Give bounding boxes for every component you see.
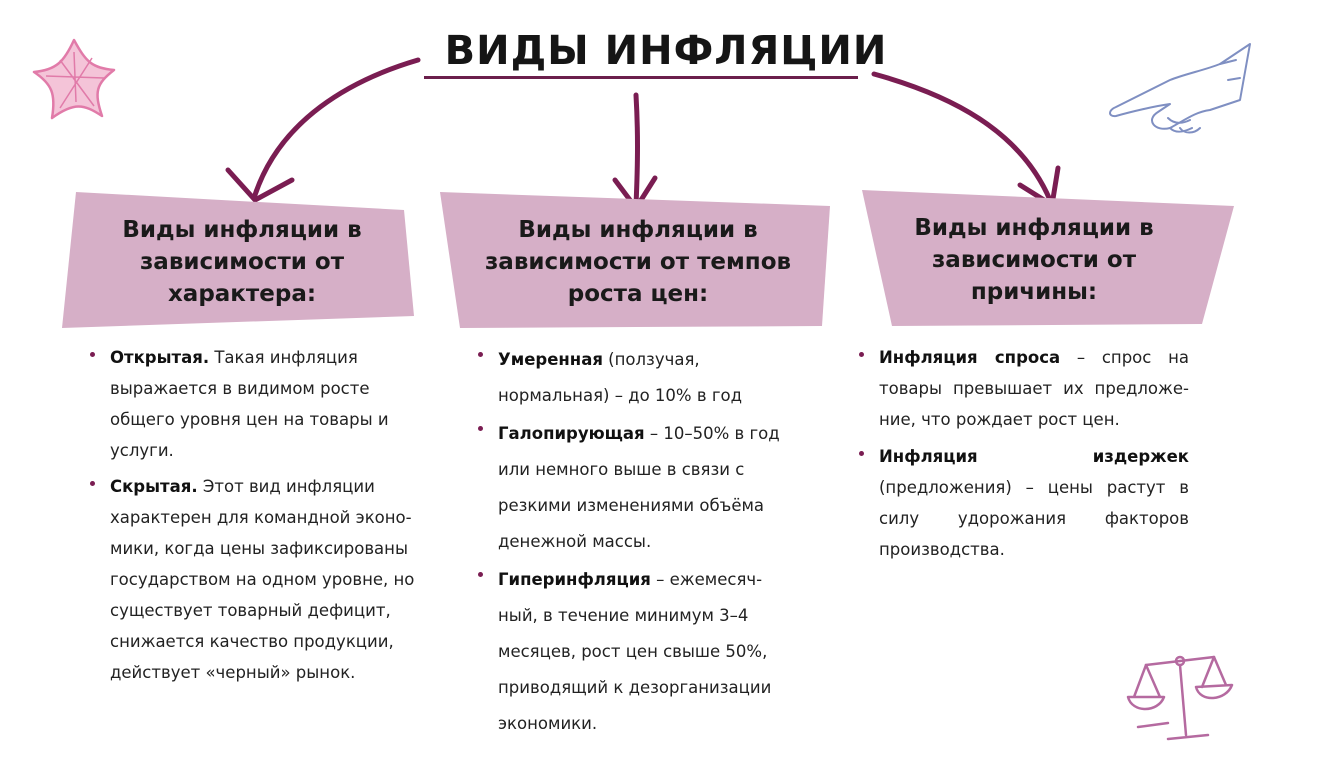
list-item: Гиперинфляция – ежемесяч-ный, в течение … <box>476 562 801 742</box>
item-term: Открытая. <box>110 348 210 367</box>
column-rate: Умеренная (ползучая, нормальная) – до 10… <box>476 342 801 742</box>
item-text: Этот вид инфляции характерен для командн… <box>110 477 415 682</box>
box-background <box>62 192 414 328</box>
box-background <box>862 190 1234 326</box>
box-background <box>440 192 830 328</box>
item-text: – 10–50% в год или немного выше в связи … <box>498 424 780 551</box>
list-item: Инфляция спроса – спрос на товары превыш… <box>857 342 1189 435</box>
arrow-center <box>633 92 640 208</box>
item-term: Инфляция издержек <box>879 447 1189 466</box>
item-term: Гиперинфляция <box>498 570 651 589</box>
list-item: Умеренная (ползучая, нормальная) – до 10… <box>476 342 801 414</box>
flower-icon <box>32 38 116 120</box>
item-text: (ползучая, нормальная) – до 10% в год <box>498 350 742 405</box>
title-underline <box>424 76 858 79</box>
item-term: Скрытая. <box>110 477 198 496</box>
item-text: – ежемесяч-ный, в течение минимум 3–4 ме… <box>498 570 772 733</box>
category-box-character: Виды инфляции в зависимости от характера… <box>62 192 422 332</box>
list-item: Открытая. Такая инфляция выражается в ви… <box>88 342 433 466</box>
list-item: Галопирующая – 10–50% в год или немного … <box>476 416 801 560</box>
category-heading: Виды инфляции в зависимости от темпов ро… <box>484 217 792 307</box>
list-item: Инфляция издержек (предложения) – цены р… <box>857 441 1189 565</box>
item-term: Умеренная <box>498 350 603 369</box>
scales-icon <box>1126 655 1234 741</box>
item-text: Такая инфляция выражается в видимом рост… <box>110 348 389 460</box>
pointing-hand-icon <box>1109 43 1251 134</box>
item-text: – спрос на товары превышает их предложе-… <box>879 348 1189 429</box>
category-heading: Виды инфляции в зависимости от характера… <box>122 217 362 307</box>
arrow-left <box>252 57 421 198</box>
category-heading: Виды инфляции в зависимости от причины: <box>914 215 1154 305</box>
category-box-cause: Виды инфляции в зависимости от причины: <box>862 190 1234 330</box>
arrow-right <box>871 71 1053 203</box>
category-box-rate: Виды инфляции в зависимости от темпов ро… <box>440 192 830 332</box>
item-text: (предложения) – цены растут в силу удоро… <box>879 478 1189 559</box>
item-term: Инфляция спроса <box>879 348 1061 367</box>
column-cause: Инфляция спроса – спрос на товары превыш… <box>857 342 1189 565</box>
page-title: ВИДЫ ИНФЛЯЦИИ <box>444 28 888 74</box>
column-character: Открытая. Такая инфляция выражается в ви… <box>88 342 433 688</box>
list-item: Скрытая. Этот вид инфляции характерен дл… <box>88 471 433 688</box>
item-term: Галопирующая <box>498 424 645 443</box>
